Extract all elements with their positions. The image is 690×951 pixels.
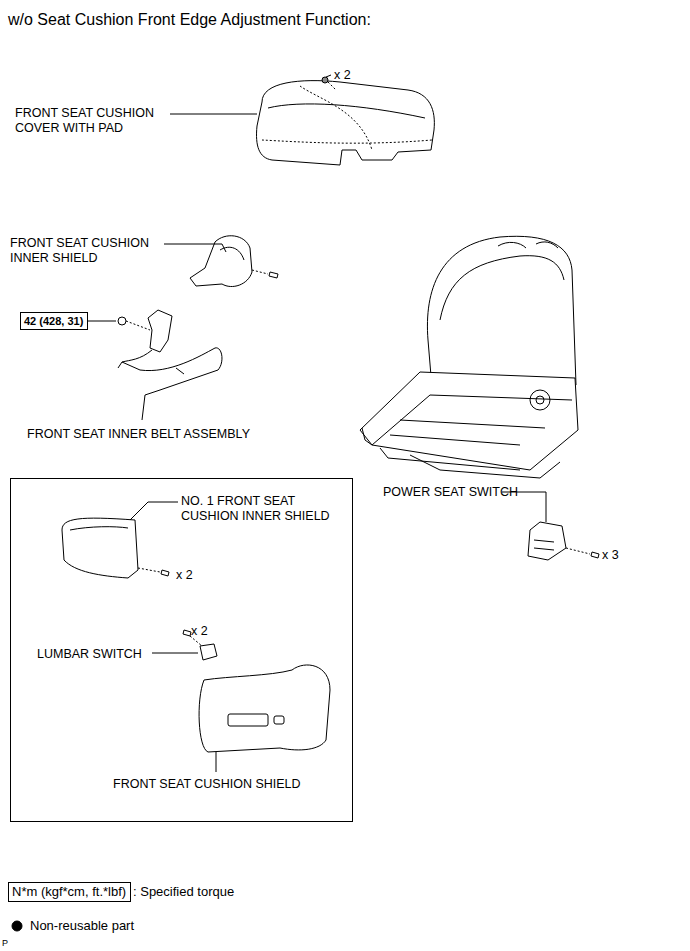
spec-text: N*m (kgf*cm, ft.*lbf) [12,884,127,900]
seat-frame-drawing [360,236,578,478]
group-frame: NO. 1 FRONT SEAT CUSHION INNER SHIELD x 2… [10,478,353,822]
torque-box: 42 (428, 31) [20,312,88,330]
screw-count: x 2 [176,568,193,583]
part-name: POWER SEAT SWITCH [383,485,518,500]
cushion-cover-drawing [257,77,435,165]
group-parts-drawing [62,502,330,772]
inner-belt-drawing [88,310,222,420]
screw-count: x 3 [602,548,619,563]
screw-count: x 2 [334,68,351,83]
non-reusable-dot [12,921,22,931]
legend-text: Non-reusable part [30,918,134,933]
part-name: NO. 1 FRONT SEAT CUSHION INNER SHIELD [181,494,341,524]
inner-shield-drawing [190,236,278,287]
spec-text: 42 (428, 31) [24,314,84,328]
part-name: LUMBAR SWITCH [37,647,142,662]
part-name: FRONT SEAT CUSHION INNER SHIELD [10,236,160,266]
legend-text: : Specified torque [133,884,234,899]
figure-code: P [2,938,8,949]
part-name: FRONT SEAT CUSHION COVER WITH PAD [15,106,165,136]
screw-count: x 2 [191,624,208,639]
torque-legend-box: N*m (kgf*cm, ft.*lbf) [8,882,131,902]
diagram-title: w/o Seat Cushion Front Edge Adjustment F… [8,10,371,29]
power-switch-drawing [528,522,599,560]
part-name: FRONT SEAT INNER BELT ASSEMBLY [27,427,250,442]
part-name: FRONT SEAT CUSHION SHIELD [113,777,301,792]
